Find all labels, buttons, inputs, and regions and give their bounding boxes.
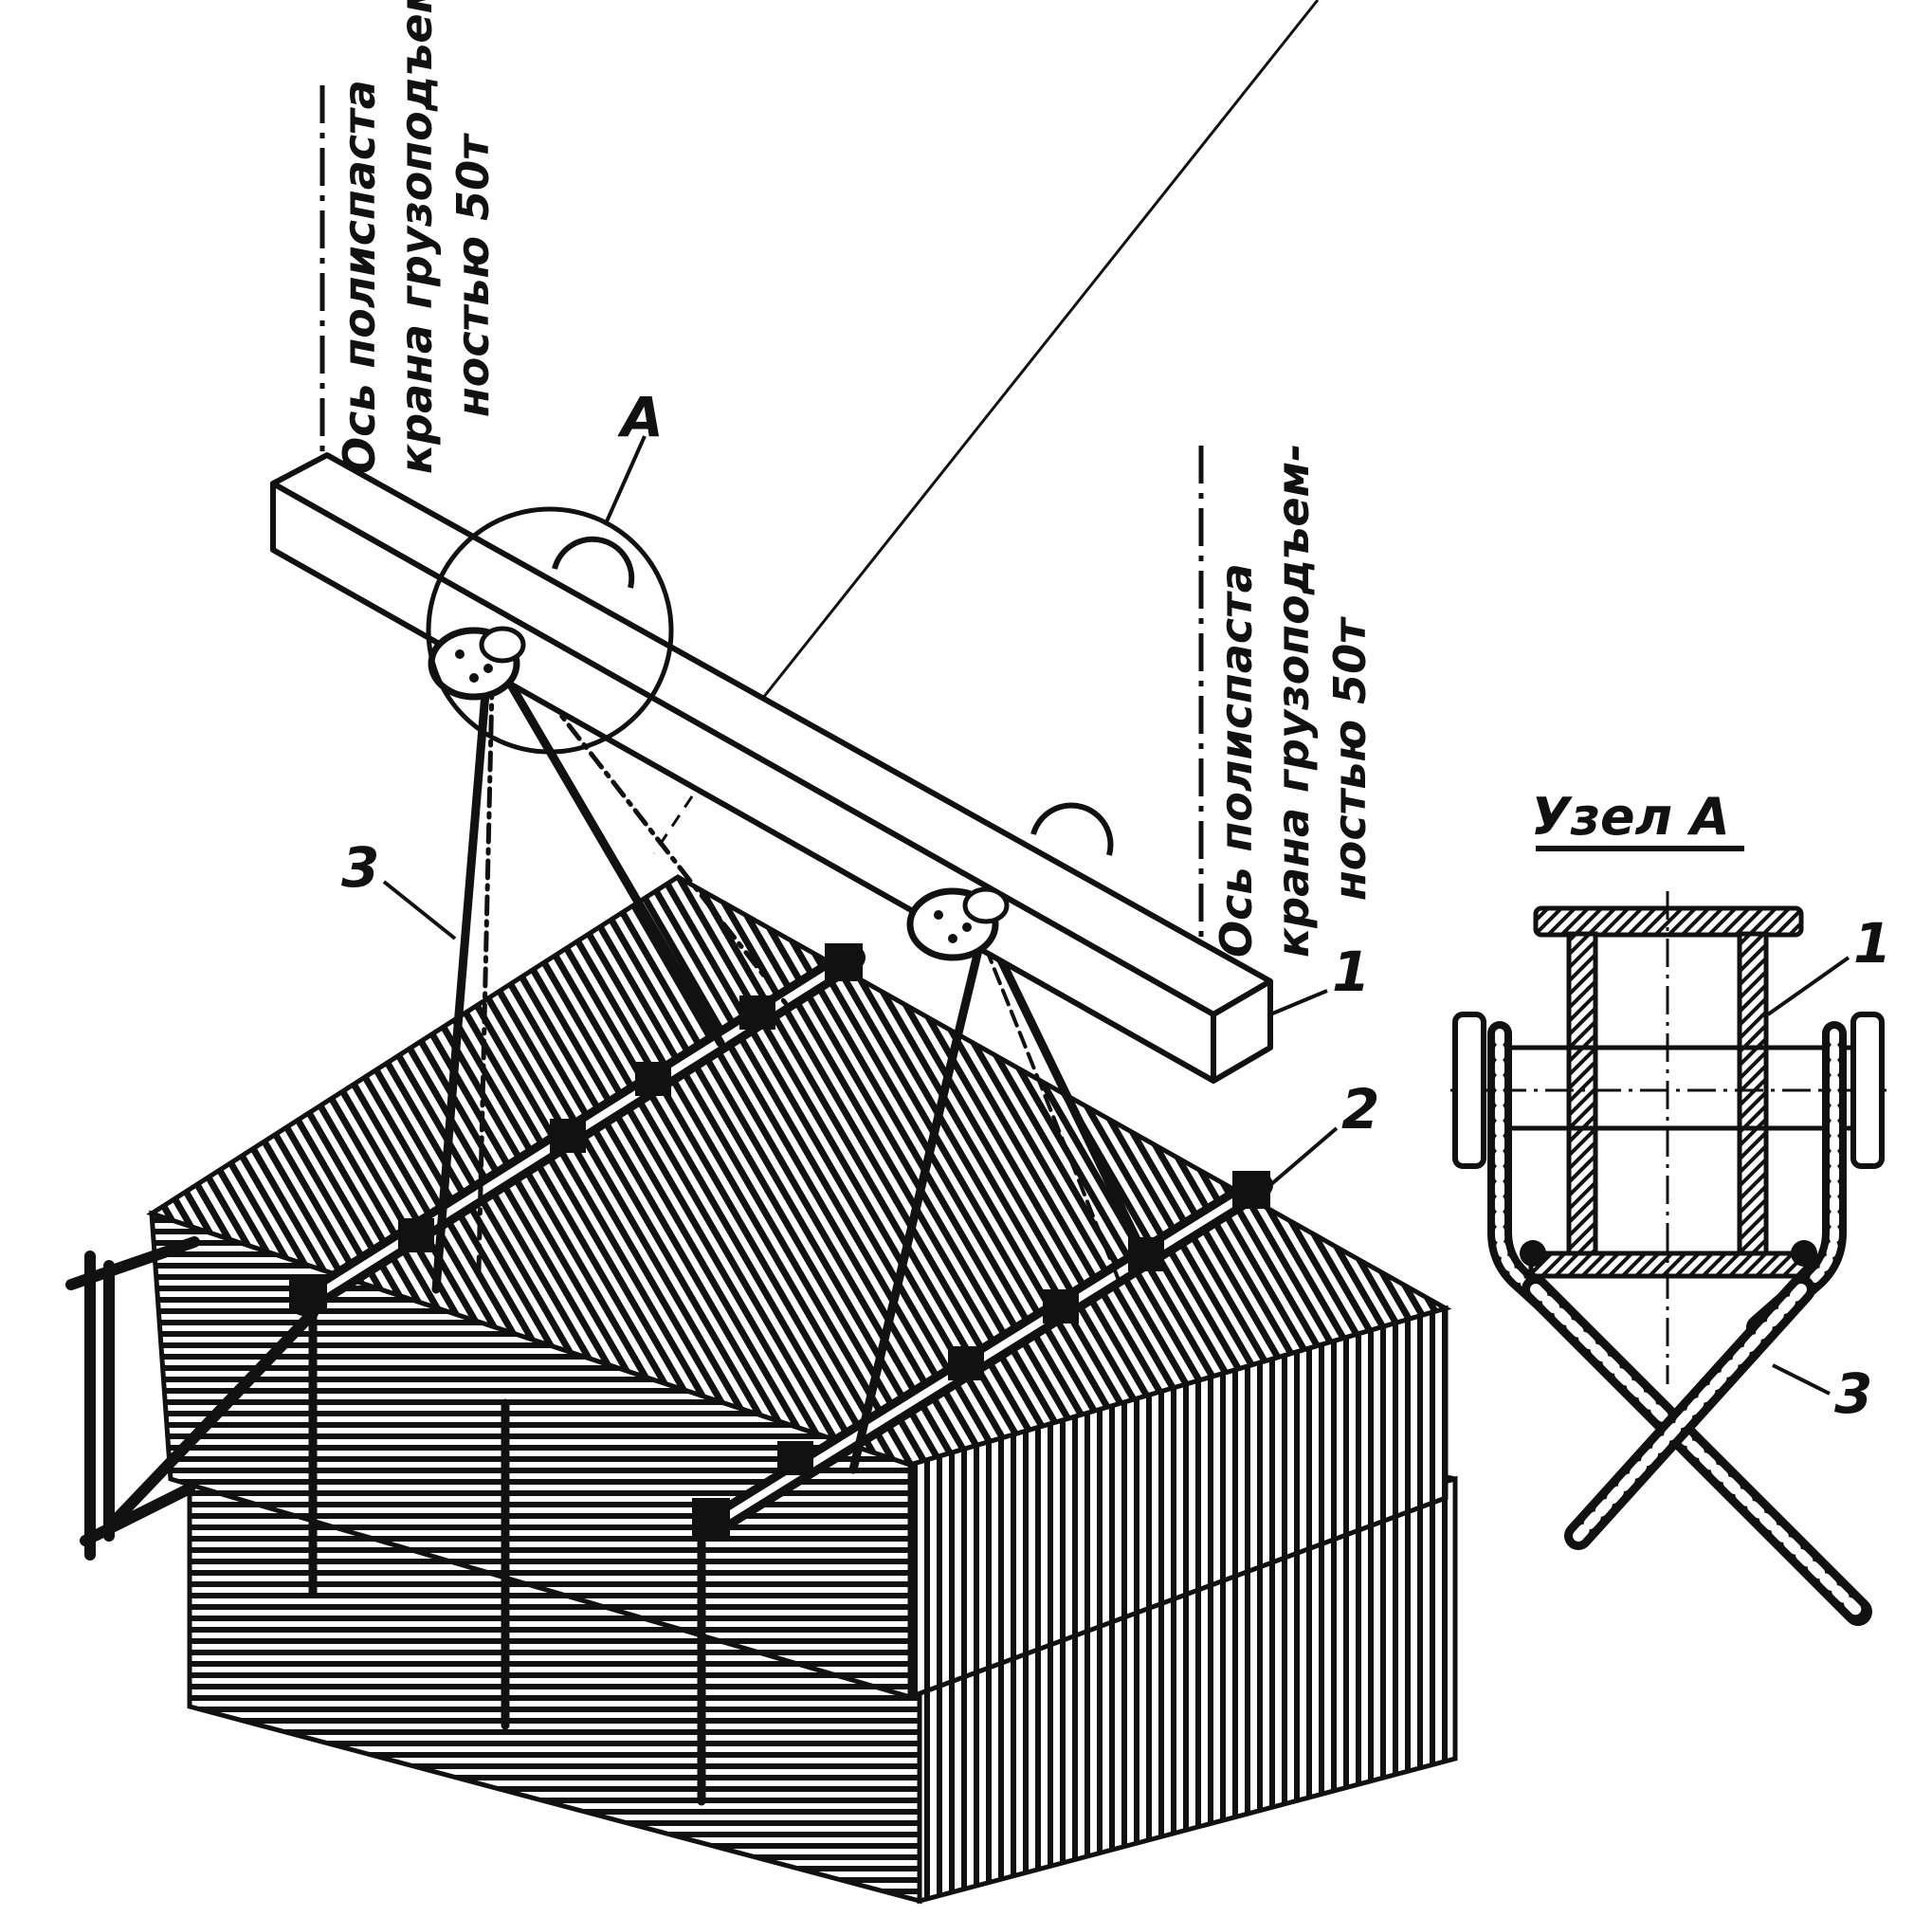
right-axis-line2: крана грузоподъем- [1267,444,1319,958]
node-a-circle [426,506,674,755]
detail-view [1450,846,1886,1626]
crane-rope-line [728,0,1320,740]
node-a-leader [605,435,647,522]
pulley-left [428,626,526,701]
spreader-bar-front [692,1171,1273,1539]
left-axis-line2: крана грузоподъем- [391,0,442,474]
callout-2-leader [1268,1126,1339,1187]
detail-title: Узел А [1531,787,1730,847]
node-a-label: А [617,385,664,449]
spreader-bar-rear [289,943,866,1316]
callout-1-leader [1269,989,1328,1016]
callout-3-leader [382,880,457,940]
slings [431,637,1152,1474]
right-axis-line3: ностью 50т [1324,616,1376,901]
right-axis-caption: Ось полиспаста крана грузоподъем- ностью… [1211,444,1376,958]
side-frame [65,1236,319,1561]
callout-3: 3 [341,835,379,900]
left-axis-line3: ностью 50т [447,133,499,417]
callout-1: 1 [1332,940,1370,1004]
right-axis-line1: Ось полиспаста [1211,563,1262,958]
callout-2: 2 [1341,1077,1379,1141]
upper-stack [146,874,1452,1701]
pulley-right [906,886,1010,961]
left-axis-line1: Ось полиспаста [334,80,385,474]
detail-callout-3: 3 [1834,1361,1872,1426]
detail-callout-1: 1 [1853,911,1891,976]
left-axis-caption: Ось полиспаста крана грузоподъем- ностью… [334,0,499,474]
binding-straps [308,1308,706,1806]
